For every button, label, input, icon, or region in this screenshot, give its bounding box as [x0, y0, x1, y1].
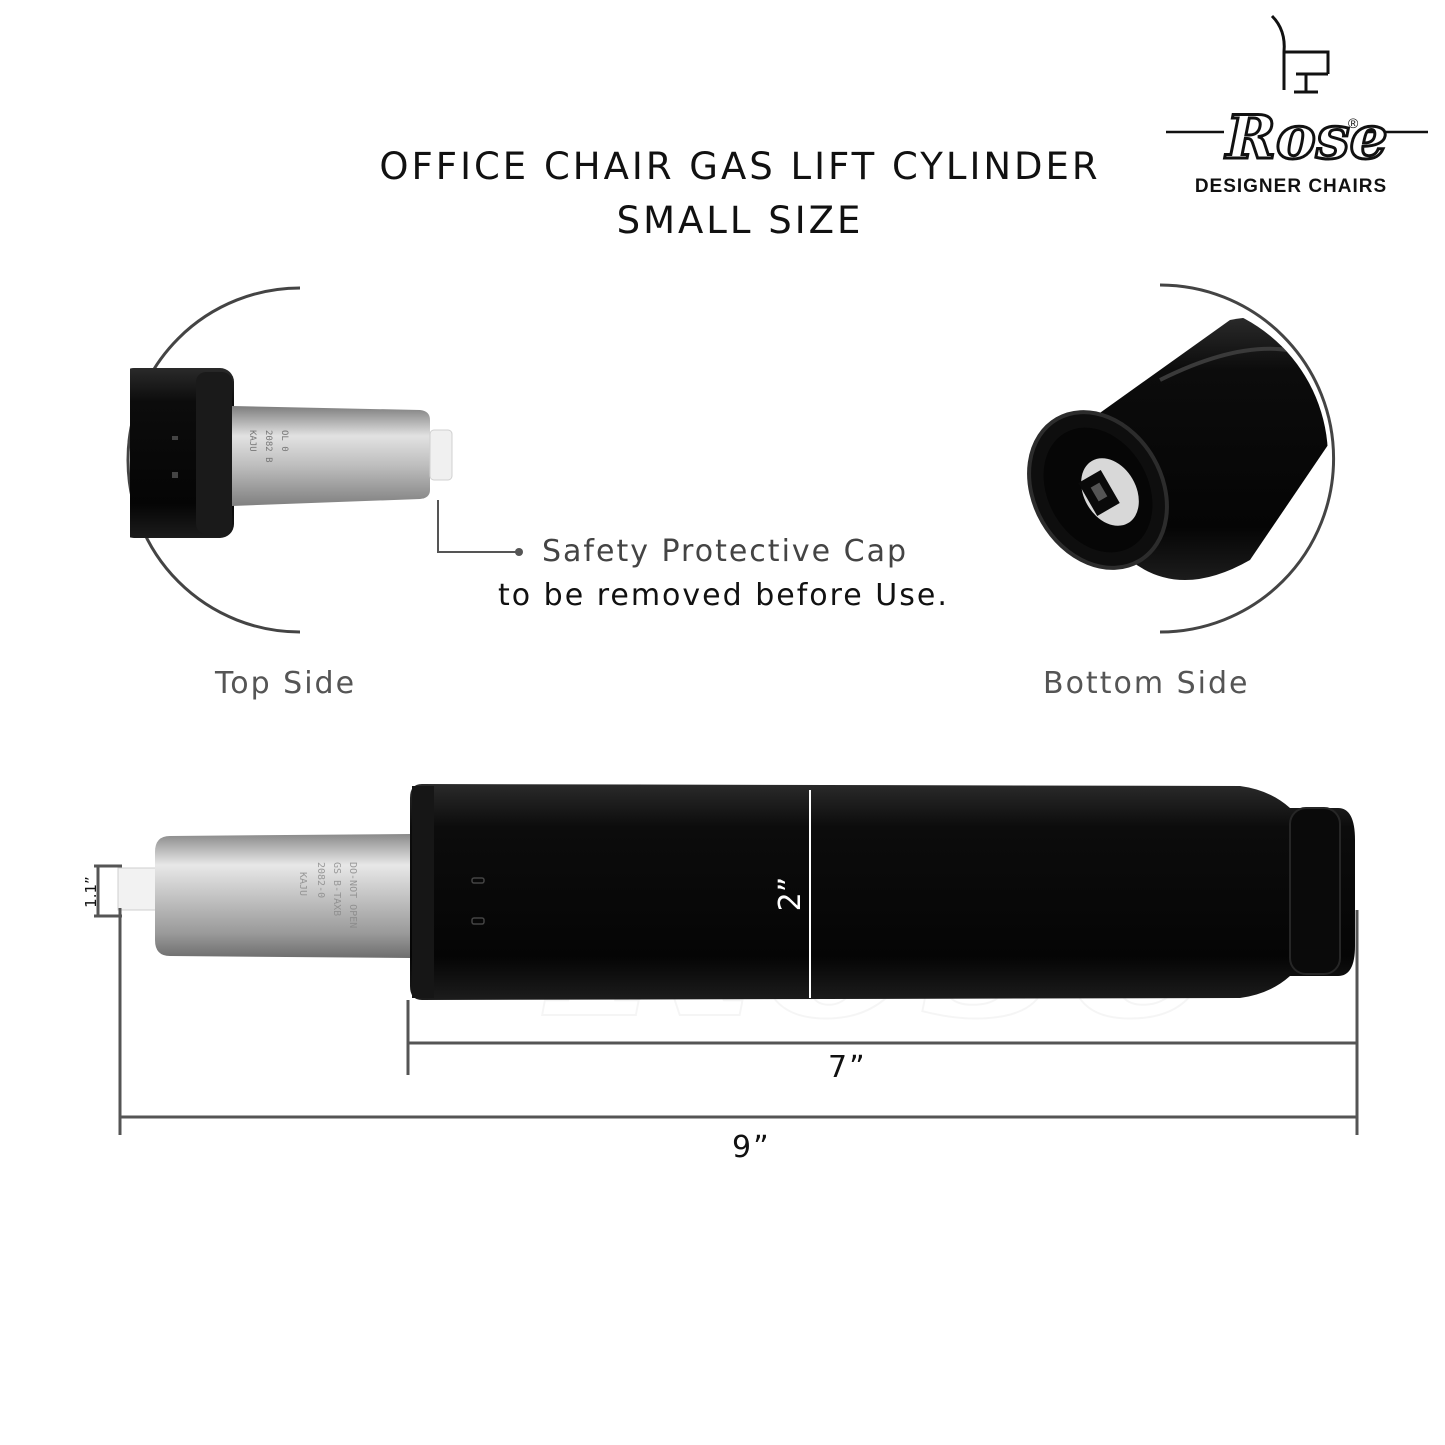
- cap-dimension-label: 1.1”: [82, 876, 100, 908]
- bottom-side-label: Bottom Side: [1043, 666, 1250, 701]
- cap-callout-line: [437, 500, 523, 556]
- page-title: OFFICE CHAIR GAS LIFT CYLINDER SMALL SIZ…: [0, 140, 1445, 248]
- brand-wordmark: Rose: [1224, 103, 1388, 173]
- body-length-label: 7”: [828, 1050, 867, 1085]
- diameter-dimension-label: 2”: [773, 877, 808, 912]
- gas-lift-cylinder: Rose KAJU 2082-0 GS B-TAXB DO-NOT OPEN: [117, 779, 1355, 1075]
- svg-text:2082 B: 2082 B: [263, 430, 273, 463]
- total-length-label: 9”: [732, 1130, 771, 1165]
- brand-logo: Rose ®: [1166, 14, 1428, 175]
- bottom-side-view: [1012, 283, 1335, 634]
- chair-logo-icon: [1270, 14, 1330, 94]
- registered-mark: ®: [1348, 115, 1359, 131]
- cap-callout-line-1: Safety Protective Cap: [542, 534, 909, 569]
- svg-text:OL 0: OL 0: [279, 430, 289, 452]
- cap-callout-line-2: to be removed before Use.: [498, 578, 949, 613]
- brand-tagline: DESIGNER CHAIRS: [1194, 176, 1388, 197]
- svg-text:GS B-TAXB: GS B-TAXB: [331, 862, 342, 916]
- top-side-view: KAJU 2082 B OL 0: [126, 286, 453, 634]
- svg-text:DO-NOT OPEN: DO-NOT OPEN: [347, 862, 358, 928]
- title-line-1: OFFICE CHAIR GAS LIFT CYLINDER: [379, 145, 1101, 188]
- title-line-2: SMALL SIZE: [616, 199, 864, 242]
- svg-text:2082-0: 2082-0: [315, 862, 326, 898]
- dimension-lines: [94, 864, 1359, 1135]
- svg-text:KAJU: KAJU: [297, 872, 308, 896]
- svg-text:KAJU: KAJU: [247, 430, 257, 452]
- top-side-label: Top Side: [215, 666, 357, 701]
